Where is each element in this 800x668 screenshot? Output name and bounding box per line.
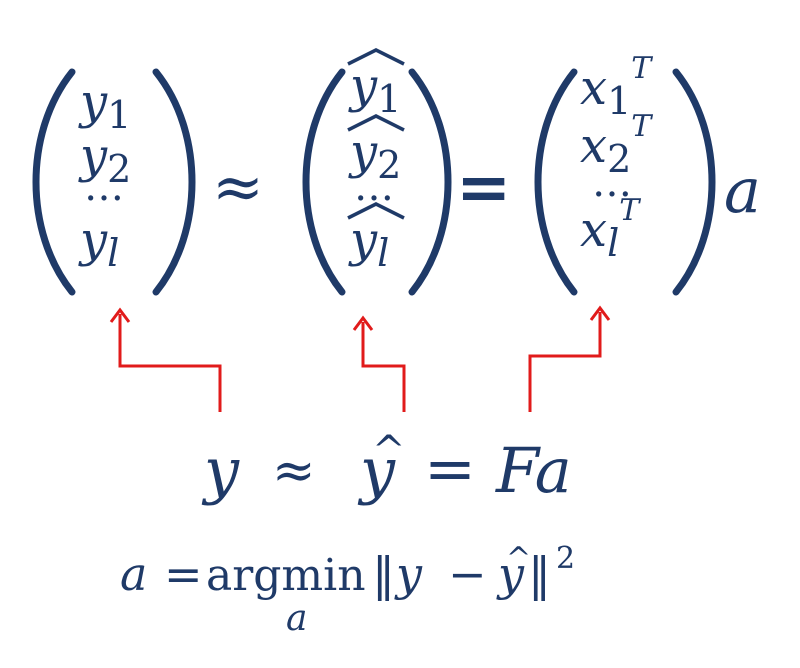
matrix-y-row-2: y2	[78, 128, 131, 191]
connector-arrows	[109, 305, 611, 412]
compact-yhat-hat: ^	[372, 428, 406, 474]
wide-hat-icon	[347, 202, 405, 220]
argmin-yhat-y: y	[496, 547, 525, 601]
matrix-x-ellipsis: …	[592, 160, 632, 206]
argmin-operator: argmin	[206, 550, 366, 601]
matrix-x: x1T x2T … xlT	[534, 51, 716, 296]
matrix-yhat-ellipsis: …	[354, 164, 394, 210]
matrix-yhat-row-l: yl	[348, 212, 389, 275]
matrix-x-right-paren	[672, 68, 716, 296]
argmin-equation: a = argmin a ‖ y − y ^ ‖ 2	[120, 541, 575, 639]
approx-sign: ≈	[212, 150, 264, 223]
compact-rhs-fa: Fa	[495, 434, 572, 507]
compact-approx: ≈	[272, 441, 316, 501]
compact-yhat-y: y	[357, 434, 396, 507]
argmin-power-2: 2	[556, 541, 575, 576]
argmin-equals: =	[164, 547, 203, 601]
matrix-y-right-paren	[152, 68, 196, 296]
compact-lhs-y: y	[201, 434, 240, 507]
argmin-lhs-a: a	[120, 547, 147, 601]
wide-hat-icon	[347, 114, 405, 132]
matrix-y-row-l: yl	[78, 212, 119, 275]
arrow-to-y	[118, 314, 222, 412]
argmin-yhat-hat: ^	[506, 541, 531, 576]
matrix-yhat-left-paren	[302, 68, 346, 296]
arrowhead-icon	[109, 307, 131, 323]
matrix-y: y1 y2 … yl	[32, 68, 196, 296]
matrix-x-row-l: xlT	[580, 193, 641, 265]
matrix-yhat-row-1: y1	[348, 58, 401, 121]
compact-equation: y ≈ y ^ = Fa	[201, 428, 572, 507]
matrix-yhat: y1 y2 … yl	[302, 48, 452, 296]
argmin-y: y	[394, 547, 423, 601]
matrix-yhat-row-2: y2	[348, 124, 401, 187]
arrow-to-yhat	[361, 322, 406, 412]
arrowhead-icon	[352, 315, 374, 331]
matrix-x-row-2: x2T	[580, 109, 653, 181]
matrix-y-ellipsis: …	[84, 164, 124, 210]
argmin-subscript-a: a	[286, 598, 307, 639]
arrow-to-x	[528, 312, 602, 412]
matrix-y-row-1: y1	[78, 74, 131, 137]
matrix-x-row-1: x1T	[580, 51, 653, 123]
matrix-y-left-paren	[32, 68, 76, 296]
matrix-x-left-paren	[534, 68, 578, 296]
argmin-norm-open: ‖	[372, 547, 395, 601]
vector-a: a	[724, 154, 761, 227]
argmin-norm-close: ‖	[528, 547, 551, 601]
matrix-yhat-right-paren	[408, 68, 452, 296]
argmin-minus: −	[448, 547, 487, 601]
wide-hat-icon	[347, 48, 405, 66]
equals-sign: =	[456, 148, 511, 226]
arrowhead-icon	[589, 305, 611, 321]
compact-equals: =	[424, 432, 476, 505]
